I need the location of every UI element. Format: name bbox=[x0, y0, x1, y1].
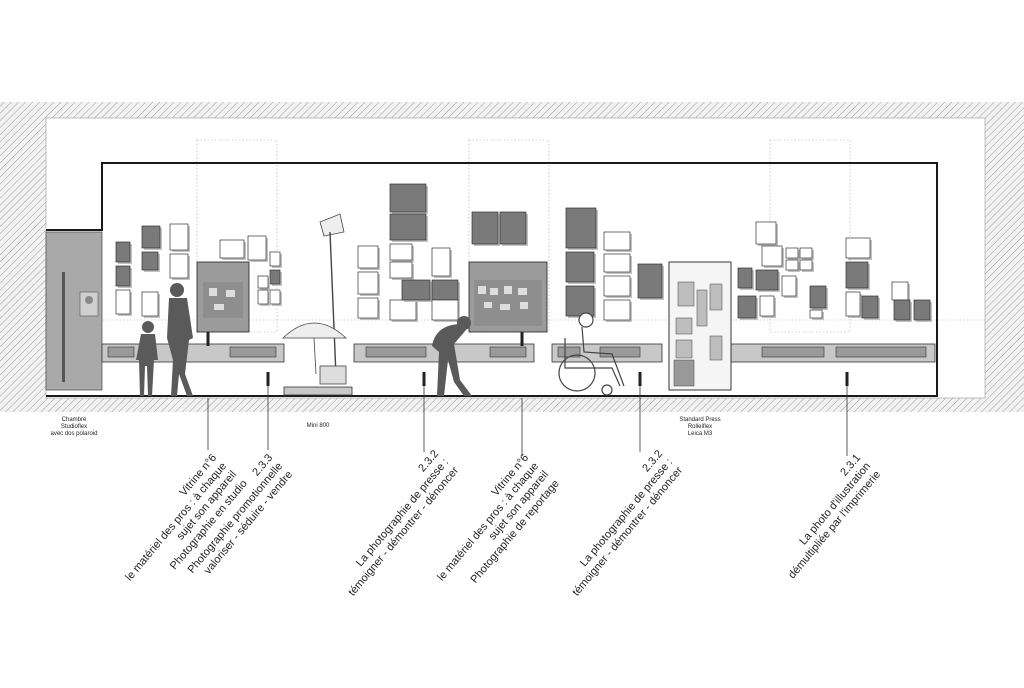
leader-marker bbox=[520, 332, 524, 346]
wall-frame bbox=[499, 211, 527, 245]
wall-frame bbox=[471, 211, 499, 245]
chambre-studioflex bbox=[45, 231, 103, 391]
leader-marker bbox=[845, 372, 849, 386]
wall-frame bbox=[389, 299, 417, 321]
wall-frame bbox=[431, 299, 459, 321]
wall-frame bbox=[115, 265, 131, 287]
wall-frame bbox=[431, 279, 459, 301]
wall-frame bbox=[799, 247, 813, 259]
wall-frame bbox=[269, 251, 281, 267]
wall-frame bbox=[603, 299, 631, 321]
wall-frame bbox=[565, 207, 597, 249]
adult-silhouette bbox=[170, 283, 184, 297]
wall-frame bbox=[565, 285, 595, 317]
leader-marker bbox=[638, 372, 642, 386]
wall-frame bbox=[845, 237, 871, 259]
wall-frame bbox=[755, 269, 779, 291]
wall-frame bbox=[357, 297, 379, 319]
wall-frame bbox=[141, 251, 159, 271]
vitrine-studio bbox=[196, 261, 250, 333]
wall-frame bbox=[401, 279, 431, 301]
leader-marker bbox=[266, 372, 270, 386]
visitor-silhouettes bbox=[136, 283, 472, 396]
wall-frame bbox=[389, 183, 427, 213]
leader-marker bbox=[206, 332, 210, 346]
wall-frame bbox=[737, 267, 753, 289]
wall-frame bbox=[257, 289, 269, 305]
child-body bbox=[136, 334, 158, 396]
wall-frame bbox=[389, 213, 427, 241]
wall-frame bbox=[845, 261, 869, 289]
wall-frame bbox=[169, 223, 189, 251]
wall-frame bbox=[845, 291, 861, 317]
wall-frame bbox=[893, 299, 911, 321]
wall-frame bbox=[565, 251, 595, 283]
wall-frame bbox=[219, 239, 245, 259]
studio-lamp bbox=[319, 213, 347, 385]
child-silhouette bbox=[142, 321, 154, 333]
standard-press-showcase bbox=[668, 261, 732, 391]
wheelchair-visitor bbox=[558, 312, 625, 396]
adult-body bbox=[167, 298, 193, 396]
wall-frame bbox=[737, 295, 757, 319]
wall-frame bbox=[799, 259, 813, 271]
label-mini: Mini 800 bbox=[306, 423, 330, 429]
wall-frame bbox=[781, 275, 797, 297]
wall-frame bbox=[115, 289, 131, 315]
wall-frame bbox=[785, 259, 799, 271]
wall-frame bbox=[357, 271, 379, 295]
wall-frame bbox=[861, 295, 879, 319]
annotation-leaders bbox=[206, 332, 849, 456]
umbrella bbox=[282, 322, 348, 375]
wall-frame bbox=[141, 291, 159, 317]
wall-frame bbox=[785, 247, 799, 259]
wall-frame bbox=[269, 289, 281, 305]
wall-frame bbox=[169, 253, 189, 279]
wall-frame bbox=[755, 221, 777, 245]
vitrine-reportage bbox=[468, 261, 548, 333]
leader-marker bbox=[422, 372, 426, 386]
wall-frame bbox=[269, 269, 281, 285]
wall-frames bbox=[115, 183, 932, 322]
wall-frame bbox=[913, 299, 931, 321]
bending-body bbox=[432, 324, 472, 396]
wall-frame bbox=[247, 235, 267, 261]
wall-frame bbox=[357, 245, 379, 269]
wall-frame bbox=[637, 263, 663, 299]
wall-frame bbox=[809, 285, 827, 309]
wall-frame bbox=[141, 225, 161, 249]
wall-frame bbox=[603, 275, 631, 297]
wall-frame bbox=[809, 309, 823, 319]
wall-frame bbox=[891, 281, 909, 301]
wall-frame bbox=[431, 247, 451, 277]
wall-frame bbox=[603, 253, 631, 273]
label-press: Standard Press Rolleiflex Leica M3 bbox=[679, 417, 721, 438]
wall-frame bbox=[761, 245, 783, 267]
table-wells bbox=[107, 346, 927, 358]
wall-frame bbox=[389, 243, 413, 261]
label-chambre: Chambre Studioflex avec dos polaroid bbox=[50, 417, 98, 438]
wall-frame bbox=[603, 231, 631, 251]
wall-frame bbox=[257, 275, 269, 289]
wall-frame bbox=[115, 241, 131, 263]
wall-frame bbox=[389, 261, 413, 279]
wall-frame bbox=[759, 295, 775, 317]
